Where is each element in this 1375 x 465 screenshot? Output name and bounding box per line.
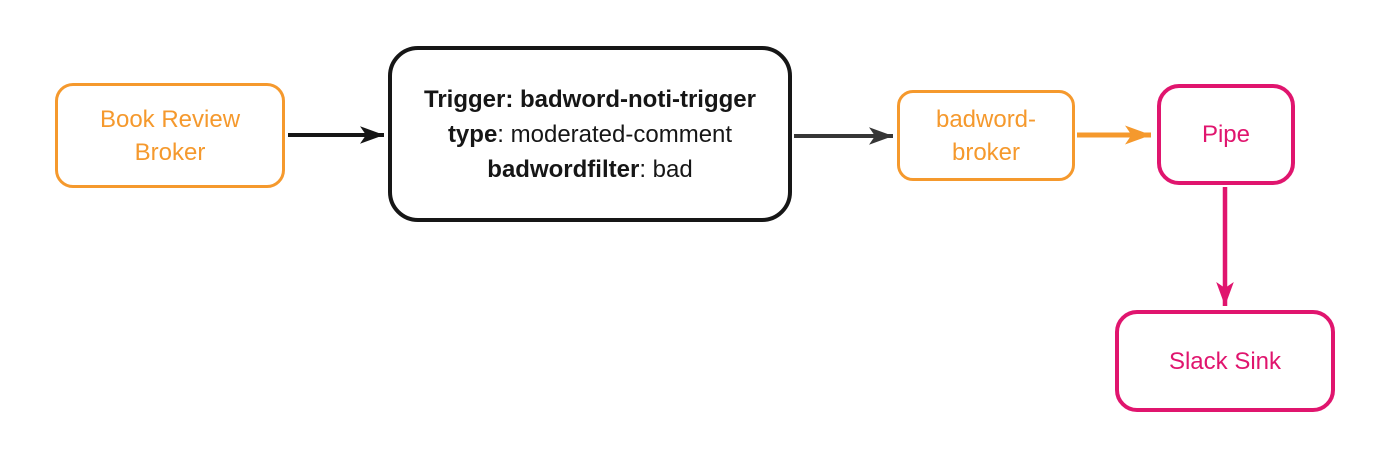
trigger-type-line: type: moderated-comment xyxy=(447,120,733,148)
trigger-name-line: Trigger: badword-noti-trigger xyxy=(424,85,756,113)
node-trigger-details: Trigger: badword-noti-trigger type: mode… xyxy=(388,46,792,222)
trigger-filter-line: badwordfilter: bad xyxy=(487,155,693,183)
node-book-review-broker: Book Review Broker xyxy=(55,83,285,188)
node-book-review-broker-label: Book Review Broker xyxy=(99,105,241,166)
node-slack-sink: Slack Sink xyxy=(1115,310,1335,412)
node-badword-broker: badword-broker xyxy=(897,90,1075,181)
node-badword-broker-label: badword-broker xyxy=(935,105,1037,166)
node-slack-sink-label: Slack Sink xyxy=(1168,347,1282,375)
node-pipe: Pipe xyxy=(1157,84,1295,185)
node-pipe-label: Pipe xyxy=(1201,121,1251,148)
